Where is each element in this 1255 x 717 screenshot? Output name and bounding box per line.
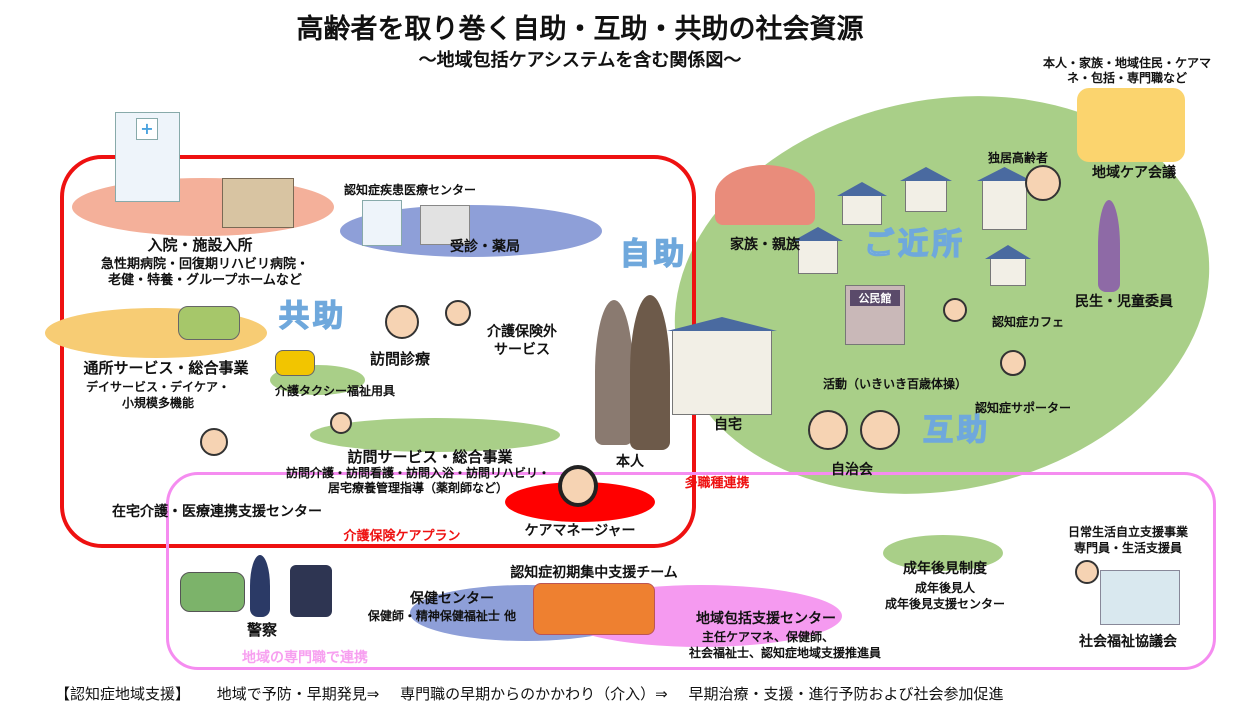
police-officer-icon [250, 555, 270, 617]
shakyo-line1: 日常生活自立支援事業 [1067, 525, 1189, 539]
jitaku-label: 自宅 [714, 417, 742, 433]
police-car-icon [180, 572, 245, 612]
senmon-renkei-label: 地域の専門職で連携 [242, 650, 368, 666]
kominkan-icon: 公民館 [845, 285, 905, 345]
tashokushu-label: 多職種連携 [684, 476, 750, 491]
tsusho-line1: デイサービス・デイケア・ [85, 380, 231, 394]
pharmacy-icon [420, 205, 470, 245]
shoki-team-label: 認知症初期集中支援チーム [510, 565, 678, 581]
footer-step3: 早期治療・支援・進行予防および社会参加促進 [688, 685, 1004, 703]
kouken-line1: 成年後見人 [914, 581, 976, 595]
neighborhood-house-icon [990, 258, 1026, 286]
kyojo-label: 共助 [278, 299, 347, 334]
neighborhood-house-icon [905, 180, 947, 212]
jijo-label: 自助 [619, 237, 688, 272]
caremanager-icon [558, 465, 598, 507]
renkei-frame [166, 472, 1216, 670]
nyuin-line2: 老健・特養・グループホームなど [108, 273, 302, 288]
shakyo-office-icon [1100, 570, 1180, 625]
supporter-label: 認知症サポーター [974, 401, 1072, 415]
hospital-cross-icon: + [136, 118, 158, 140]
page-title: 高齢者を取り巻く自助・互助・共助の社会資源 [296, 14, 864, 45]
neighborhood-house-icon [842, 195, 882, 225]
footer-label: 【認知症地域支援】 [55, 685, 191, 703]
katsudo-label: 活動（いきいき百歳体操） [822, 377, 968, 391]
care-facility-icon [222, 178, 294, 228]
gojo-label: 互助 [922, 413, 991, 448]
wandering-elderly-icon [290, 565, 332, 617]
day-service-bus-icon [178, 306, 240, 340]
jichikai-person-icon [808, 410, 848, 450]
minsei-icon [1098, 200, 1120, 292]
pharmacist-icon [445, 300, 471, 326]
minsei-label: 民生・児童委員 [1075, 294, 1173, 310]
homon-line1: 訪問介護・訪問看護・訪問入浴・訪問リハビリ・ [285, 466, 551, 480]
shakyo-line2: 専門員・生活支援員 [1073, 541, 1183, 555]
footer: 【認知症地域支援】 地域で予防・早期発見⇒ 専門職の早期からのかかわり（介入）⇒… [55, 683, 1004, 704]
kouken-line2: 成年後見支援センター [884, 597, 1006, 611]
taxi-label: 介護タクシー福祉用具 [274, 384, 396, 398]
hoken-center-sub: 保健師・精神保健福祉士 他 [367, 609, 517, 623]
hokatsu-title: 地域包括支援センター [696, 611, 836, 627]
nyuin-line1: 急性期病院・回復期リハビリ病院・ [100, 257, 310, 272]
care-kaigi-label: 地域ケア会議 [1092, 165, 1176, 181]
ninchi-center-label: 認知症疾患医療センター [343, 183, 477, 197]
supporter-icon [1000, 350, 1026, 376]
cafe-people-icon [943, 298, 967, 322]
hokatsu-line1: 主任ケアマネ、保健師、 [701, 630, 835, 644]
kouken-title: 成年後見制度 [903, 561, 987, 577]
honnin-label: 本人 [616, 454, 644, 470]
doctor-icon [385, 305, 419, 339]
jitaku-house-icon [672, 330, 772, 415]
zaitaku-staff-icon [200, 428, 228, 456]
hokatsu-line2: 社会福祉士、認知症地域支援推進員 [688, 646, 882, 660]
caremanager-label: ケアマネージャー [524, 523, 636, 539]
care-kaigi-box [1077, 88, 1185, 162]
tsusho-title: 通所サービス・総合事業 [83, 359, 249, 377]
homon-shinryo-label: 訪問診療 [369, 350, 431, 368]
cafe-label: 認知症カフェ [991, 315, 1065, 329]
honnin-elderly-icon [595, 300, 633, 445]
homon-title: 訪問サービス・総合事業 [347, 448, 513, 466]
hoken-gai-line2: サービス [494, 342, 550, 358]
hoken-center-title: 保健センター [410, 591, 494, 607]
home-nurse-icon [330, 412, 352, 434]
zaitaku-label: 在宅介護・医療連携支援センター [112, 504, 322, 520]
jichikai-label: 自治会 [831, 462, 873, 478]
shakyo-label: 社会福祉協議会 [1079, 634, 1177, 650]
homon-line2: 居宅療養管理指導（薬剤師など） [327, 481, 509, 495]
dokkyo-elderly-icon [1025, 165, 1061, 201]
jichikai-person-icon [860, 410, 900, 450]
jushin-label: 受診・薬局 [450, 239, 520, 255]
shakyo-staff-icon [1075, 560, 1099, 584]
page-subtitle: ～地域包括ケアシステムを含む関係図～ [418, 50, 742, 71]
hoken-gai-line1: 介護保険外 [487, 324, 557, 340]
family-icon [715, 165, 815, 225]
careplan-label: 介護保険ケアプラン [343, 529, 461, 544]
keisatsu-label: 警察 [246, 621, 278, 639]
kazoku-label: 家族・親族 [730, 237, 800, 253]
honnin-elderly-icon [630, 295, 670, 450]
medical-center-icon [362, 200, 402, 246]
footer-step1: 地域で予防・早期発見⇒ [216, 685, 380, 703]
footer-step2: 専門職の早期からのかかわり（介入）⇒ [400, 685, 668, 703]
kominkan-sign: 公民館 [850, 290, 900, 306]
dokkyo-label: 独居高齢者 [987, 151, 1049, 165]
neighborhood-house-icon [798, 240, 838, 274]
tsusho-line2: 小規模多機能 [121, 396, 195, 410]
taxi-icon [275, 350, 315, 376]
shoki-team-box [533, 583, 655, 635]
care-kaigi-members-line1: 本人・家族・地域住民・ケアマ [1042, 56, 1212, 70]
kouken-oval [883, 535, 1003, 571]
kinjo-label: ご近所 [863, 227, 966, 262]
dokkyo-house-icon [982, 180, 1027, 230]
care-kaigi-members-line2: ネ・包括・専門職など [1066, 71, 1188, 85]
nyuin-oval [72, 178, 334, 236]
nyuin-title: 入院・施設入所 [147, 236, 253, 254]
